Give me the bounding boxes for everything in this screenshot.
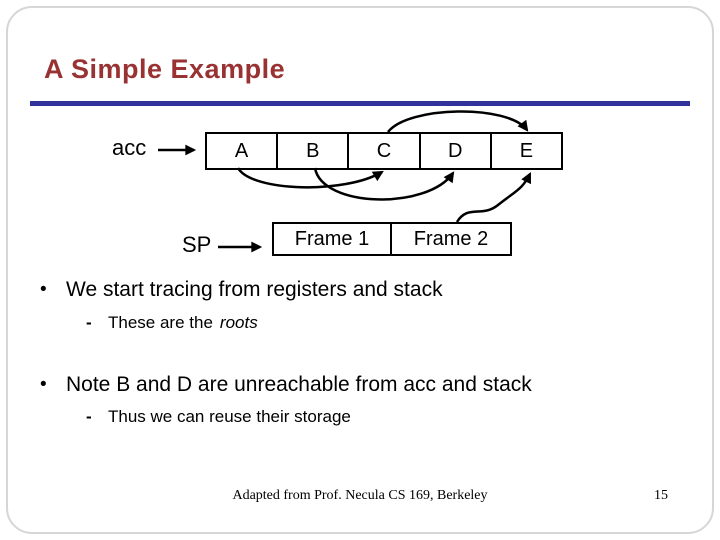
bullet-2: • Note B and D are unreachable from acc a…: [40, 373, 690, 397]
bullet-1: • We start tracing from registers and sta…: [40, 278, 690, 302]
pointer-arrows: [158, 110, 532, 253]
stack-frames-row: Frame 1 Frame 2: [272, 222, 512, 256]
subbullet-2: -Thus we can reuse their storage: [86, 407, 686, 427]
footer-credit: Adapted from Prof. Necula CS 169, Berkel…: [232, 488, 488, 503]
arrow-frame2-to-e: [455, 172, 532, 223]
subbullet-2-text: Thus we can reuse their storage: [108, 407, 351, 426]
heap-cells-row: A B C D E: [205, 132, 563, 170]
stack-frame-2: Frame 2: [390, 224, 510, 254]
bullet-1-text: We start tracing from registers and stac…: [66, 278, 443, 301]
slide-title: A Simple Example: [44, 54, 286, 84]
subbullet-1-italic-text: roots: [219, 313, 258, 332]
heap-cell-c: C: [347, 134, 418, 168]
arrow-c-to-e: [387, 110, 529, 133]
subbullet-1: -These are the roots: [86, 313, 686, 333]
bullet-1-marker: •: [40, 279, 47, 300]
bullet-2-marker: •: [40, 374, 47, 395]
subbullet-1-marker: -: [86, 313, 92, 332]
heap-cell-b: B: [276, 134, 347, 168]
stack-frame-1: Frame 1: [294, 227, 370, 250]
subbullet-1-text: These are the: [108, 313, 213, 332]
bullet-2-text: Note B and D are unreachable from acc an…: [66, 373, 532, 396]
slide-border: [6, 6, 714, 534]
heap-cell-e: E: [489, 134, 561, 168]
subbullet-2-marker: -: [86, 407, 92, 426]
arrow-b-to-d: [313, 167, 455, 201]
footer-page-number: 15: [654, 488, 668, 503]
arrow-a-to-c: [236, 167, 384, 189]
sp-register-label: SP: [182, 232, 212, 257]
heap-cell-a: A: [234, 139, 249, 162]
heap-cell-d: D: [418, 134, 490, 168]
acc-register-label: acc: [112, 135, 147, 160]
title-underline: [30, 101, 690, 106]
